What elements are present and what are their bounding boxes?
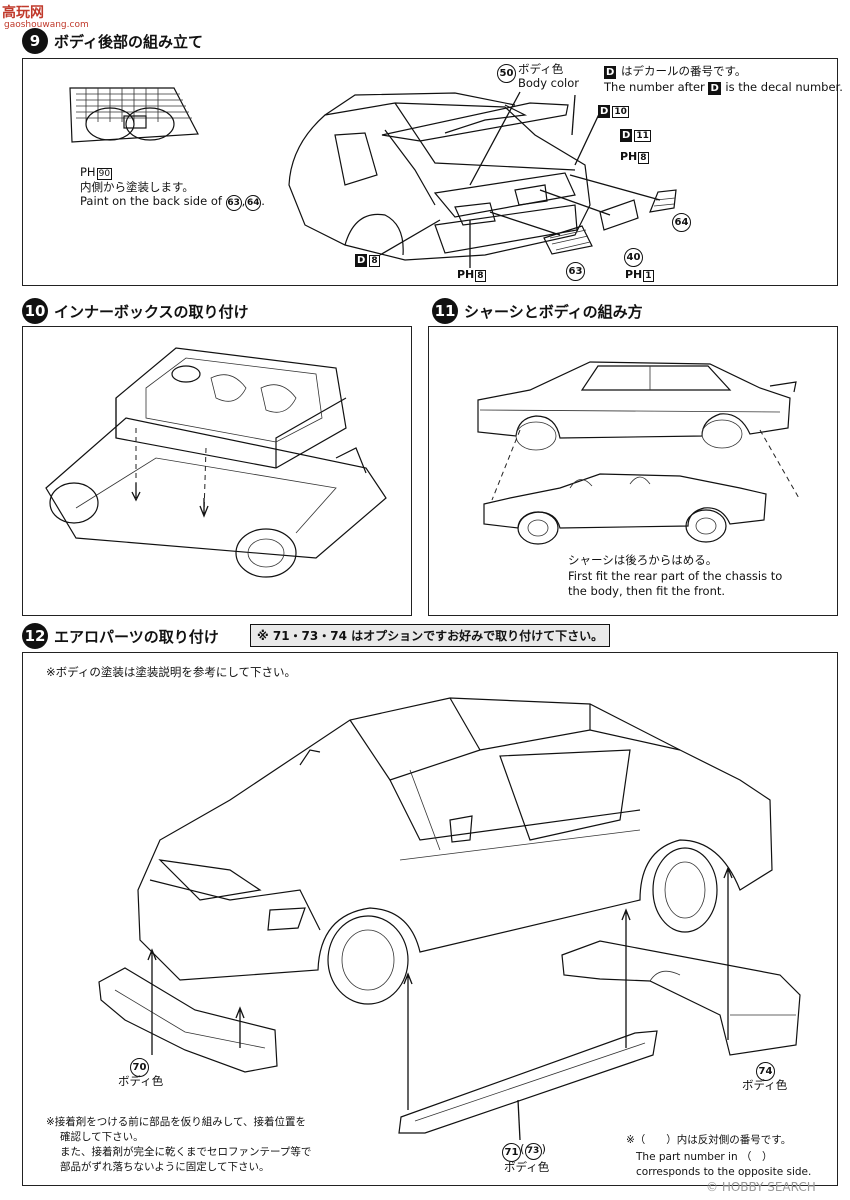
step-12-number: 12 [22, 623, 48, 649]
car-front-illustration [137, 697, 773, 1005]
part-71-color: ボディ色 [504, 1160, 550, 1174]
body-color-jp: ボディ色 [518, 62, 564, 76]
watermark-hobby-search: © HOBBY SEARCH [706, 1180, 816, 1194]
glue-note-4: 部品がずれ落ちないように固定して下さい。 [60, 1161, 270, 1173]
glue-note-1: ※接着剤をつける前に部品を仮り組みして、接着位置を [46, 1116, 306, 1128]
step-10-panel [22, 326, 412, 616]
part-74-color: ボディ色 [742, 1078, 788, 1092]
part-64-number: 64 [672, 213, 691, 232]
part-71-number: 71 [502, 1143, 521, 1162]
decal-legend-jp: D はデカールの番号です。 [604, 64, 747, 79]
step-11-dashed-guides [491, 429, 801, 501]
body-side-illustration [477, 361, 797, 451]
step-9-arrows [379, 91, 661, 268]
watermark-logo: 高玩网 [2, 5, 44, 21]
glue-note-3: また、接着剤が完全に乾くまでセロファンテープ等で [60, 1146, 312, 1158]
part-40-number: 40 [624, 248, 643, 267]
rear-spoiler [381, 102, 569, 142]
car-rear-illustration [288, 92, 591, 261]
step-11-number: 11 [432, 298, 458, 324]
part-70-color: ボディ色 [118, 1074, 164, 1088]
step-10-title: インナーボックスの取り付け [54, 303, 249, 321]
step-12-panel [22, 652, 838, 1186]
step-10-number: 10 [22, 298, 48, 324]
plate-40 [599, 199, 639, 231]
rear-skirt-74 [561, 940, 801, 1056]
step-9-title: ボディ後部の組み立て [54, 33, 203, 51]
paint-inside-jp: 内側から塗装します。 [80, 180, 194, 194]
side-skirt-71 [398, 1030, 658, 1134]
chassis-note-jp: シャーシは後ろからはめる。 [568, 553, 718, 567]
inner-box-illustration [45, 347, 387, 578]
part-63-number: 63 [566, 262, 585, 281]
part-63-lens [543, 225, 593, 255]
opposite-side-note-en-2: corresponds to the opposite side. [636, 1166, 812, 1178]
opposite-side-note-jp: ※（ ）内は反対側の番号です。 [626, 1134, 792, 1146]
decal-legend-en: The number after D is the decal number. [604, 80, 843, 95]
part-74-number: 74 [756, 1062, 775, 1081]
chassis-note-en-1: First fit the rear part of the chassis t… [568, 569, 783, 583]
part-73-paren: (73) [520, 1142, 546, 1160]
step-9-panel [22, 58, 838, 286]
watermark-url: gaoshouwang.com [4, 20, 89, 30]
chassis-note-en-2: the body, then fit the front. [568, 584, 726, 598]
step-12-title: エアロパーツの取り付け [54, 628, 219, 646]
chassis-side-illustration [483, 473, 767, 545]
body-color-en: Body color [518, 76, 580, 90]
part-50-number: 50 [497, 64, 516, 83]
step-9-number: 9 [22, 28, 48, 54]
paint-reference-note: ※ボディの塗装は塗装説明を参考にして下さい。 [46, 665, 296, 679]
part-70-number: 70 [130, 1058, 149, 1077]
paint-inside-en: Paint on the back side of 63,64. [80, 194, 265, 211]
option-parts-note: ※ 71・73・74 はオプションですお好みで取り付けて下さい。 [250, 624, 611, 647]
glue-note-2: 確認して下さい。 [60, 1131, 144, 1143]
step-11-title: シャーシとボディの組み方 [464, 303, 643, 321]
front-lip-70 [98, 967, 278, 1073]
tail-lamp-illustration [69, 87, 199, 143]
opposite-side-note-en-1: The part number in （ ） [636, 1151, 773, 1163]
step-11-panel [428, 326, 838, 616]
